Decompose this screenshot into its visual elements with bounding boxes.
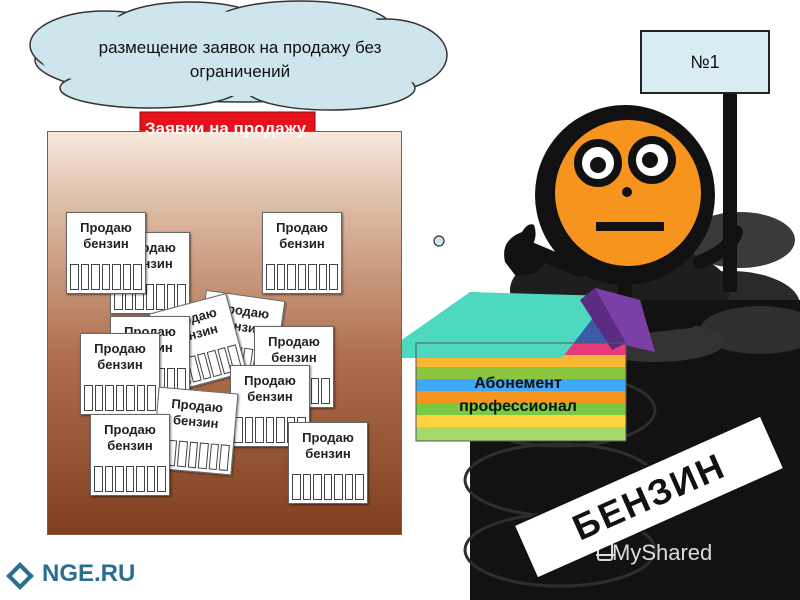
nge-logo-icon <box>6 562 34 590</box>
tear-off-tab[interactable] <box>146 466 156 492</box>
subscription-box <box>376 288 655 442</box>
tear-off-tab[interactable] <box>80 264 90 290</box>
number-one-sign: №1 <box>640 30 770 94</box>
tear-off-tab[interactable] <box>244 417 254 443</box>
ad-title: Продаю бензин <box>268 334 320 365</box>
thought-bubble-small <box>433 235 445 247</box>
myshared-icon <box>596 539 614 561</box>
tear-off-tabs <box>84 385 157 411</box>
tear-off-tab[interactable] <box>208 443 220 471</box>
barrel-label-plate <box>512 414 786 580</box>
tear-off-tabs <box>266 264 339 290</box>
tear-off-tab[interactable] <box>344 474 354 500</box>
thought-text: размещение заявок на продажу без огранич… <box>98 38 382 81</box>
character-arm-right <box>693 225 743 269</box>
tear-off-tab[interactable] <box>104 466 114 492</box>
tear-off-tab[interactable] <box>94 466 103 492</box>
tear-off-tab[interactable] <box>276 264 286 290</box>
ad-note: Продаю бензин <box>80 333 160 415</box>
myshared-watermark: MyShared <box>612 540 713 565</box>
ad-note: Продаю бензин <box>66 212 146 294</box>
tear-off-tab[interactable] <box>198 442 209 470</box>
ad-title: Продаю бензин <box>94 341 146 372</box>
tear-off-tab[interactable] <box>318 264 328 290</box>
tear-off-tab[interactable] <box>157 466 167 492</box>
ad-note: Продаю бензин <box>262 212 342 294</box>
subscription-label: Абонемент профессионал <box>459 375 577 415</box>
tear-off-tabs <box>94 466 167 492</box>
tear-off-tab[interactable] <box>145 284 155 310</box>
sign-pole <box>723 92 737 292</box>
tear-off-tab[interactable] <box>147 385 157 411</box>
tear-off-tab[interactable] <box>126 385 135 411</box>
tear-off-tab[interactable] <box>334 474 343 500</box>
tear-off-tab[interactable] <box>84 385 93 411</box>
tear-off-tab[interactable] <box>94 385 104 411</box>
character-mouth <box>596 222 664 231</box>
tear-off-tab[interactable] <box>136 385 146 411</box>
thumbs-up-hand <box>504 224 546 276</box>
tear-off-tab[interactable] <box>276 417 285 443</box>
tear-off-tab[interactable] <box>133 264 143 290</box>
tear-off-tab[interactable] <box>70 264 79 290</box>
tear-off-tab[interactable] <box>265 417 275 443</box>
tear-off-tab[interactable] <box>302 474 312 500</box>
tear-off-tab[interactable] <box>310 378 320 404</box>
tear-off-tab[interactable] <box>297 264 307 290</box>
tear-off-tab[interactable] <box>176 440 188 468</box>
tear-off-tab[interactable] <box>91 264 100 290</box>
tear-off-tab[interactable] <box>219 444 230 472</box>
tear-off-tab[interactable] <box>156 284 165 310</box>
tear-off-tab[interactable] <box>187 441 199 469</box>
ad-title: Продаю бензин <box>276 220 328 251</box>
nge-logo-text[interactable]: NGE.RU <box>42 560 136 587</box>
tear-off-tab[interactable] <box>115 466 124 492</box>
tear-off-tab[interactable] <box>101 264 111 290</box>
tear-off-tab[interactable] <box>287 264 296 290</box>
tear-off-tab[interactable] <box>125 466 135 492</box>
tear-off-tab[interactable] <box>122 264 132 290</box>
tear-off-tabs <box>70 264 143 290</box>
ad-note: Продаю бензин <box>288 422 368 504</box>
ad-title: Продаю бензин <box>302 430 354 461</box>
tear-off-tab[interactable] <box>313 474 322 500</box>
tear-off-tab[interactable] <box>292 474 301 500</box>
tear-off-tab[interactable] <box>355 474 365 500</box>
tear-off-tab[interactable] <box>115 385 125 411</box>
ad-title: Продаю бензин <box>104 422 156 453</box>
tear-off-tab[interactable] <box>266 264 275 290</box>
ad-note: Продаю бензин <box>230 365 310 447</box>
tear-off-tab[interactable] <box>323 474 333 500</box>
character-nose <box>622 187 632 197</box>
tear-off-tab[interactable] <box>321 378 331 404</box>
tear-off-tab[interactable] <box>136 466 145 492</box>
tear-off-tab[interactable] <box>112 264 121 290</box>
ad-note: Продаю бензин <box>90 414 170 496</box>
ad-title: Продаю бензин <box>80 220 132 251</box>
ad-title: Продаю бензин <box>244 373 296 404</box>
tear-off-tab[interactable] <box>105 385 114 411</box>
tear-off-tab[interactable] <box>255 417 264 443</box>
tear-off-tab[interactable] <box>308 264 317 290</box>
tear-off-tab[interactable] <box>329 264 339 290</box>
ribbon-label: Заявки на продажу <box>144 119 307 138</box>
tear-off-tabs <box>292 474 365 500</box>
